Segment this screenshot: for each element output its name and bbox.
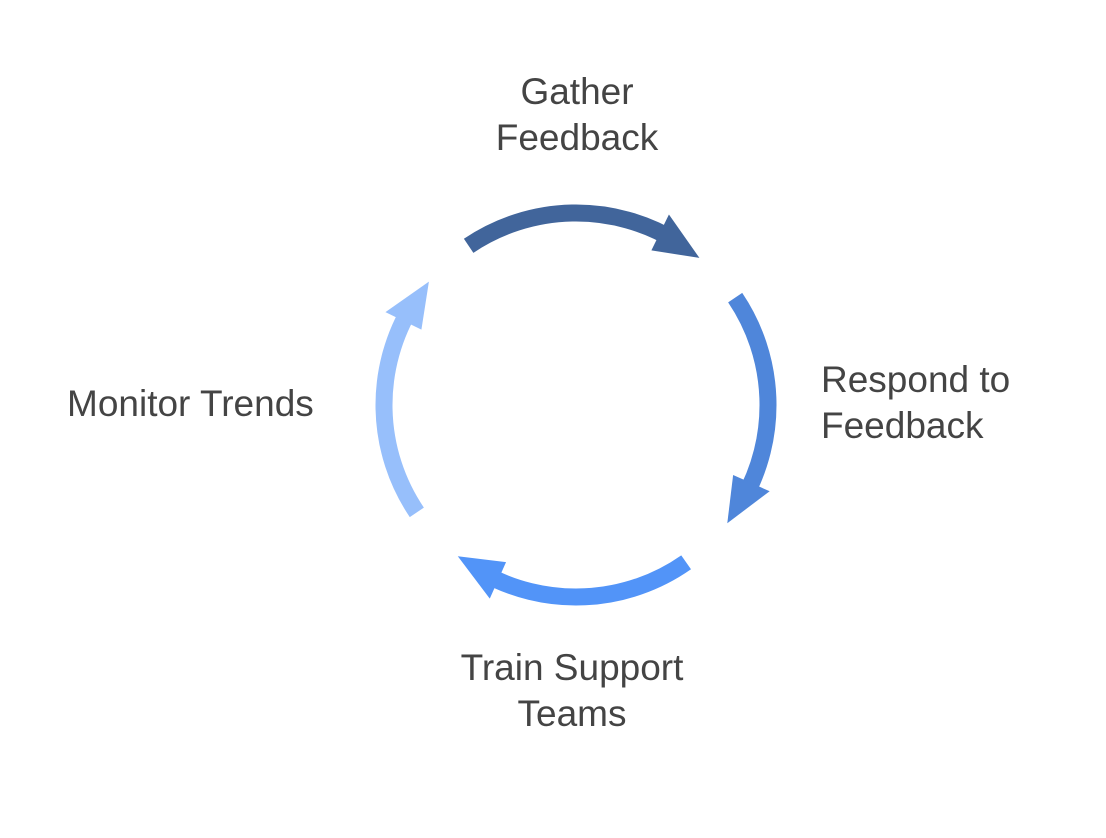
step-label-gather-feedback: Gather Feedback <box>495 71 659 158</box>
arrowhead-monitor <box>385 281 429 330</box>
step-label-respond-to-feedback: Respond to Feedback <box>821 359 1011 446</box>
step-label-monitor-trends: Monitor Trends <box>67 383 314 424</box>
arrowhead-train <box>457 556 507 599</box>
cycle-arrow-respond <box>728 292 777 505</box>
arrowhead-respond <box>727 474 770 524</box>
arrowhead-gather <box>651 214 700 258</box>
cycle-arrow-gather <box>463 204 682 253</box>
step-label-train-support-teams: Train Support Teams <box>460 647 684 734</box>
cycle-arrow-train <box>476 555 691 606</box>
cycle-arrow-monitor <box>375 299 424 518</box>
